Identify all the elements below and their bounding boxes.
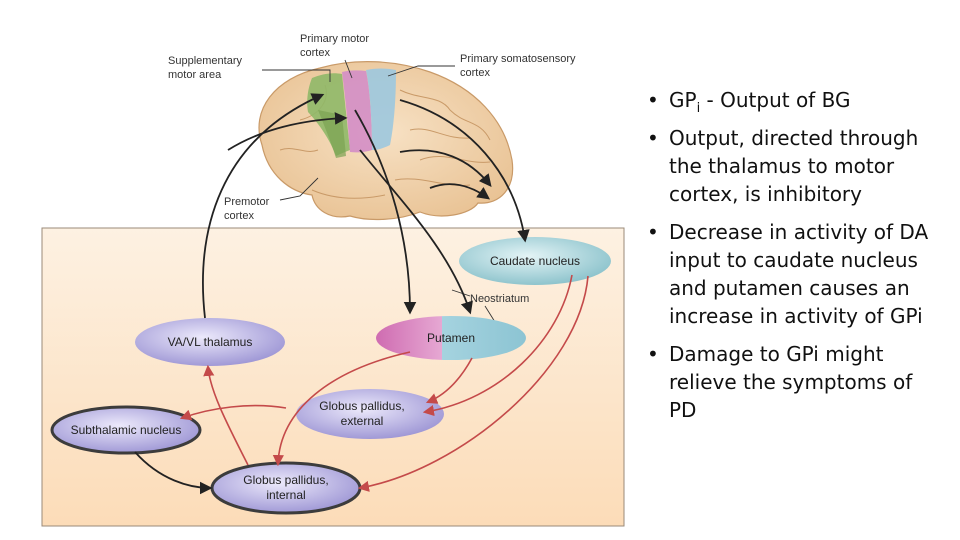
- excitatory-arrows: [134, 93, 530, 495]
- inhibitory-arrows: [179, 274, 589, 492]
- bullet-1-subscript: i: [696, 101, 701, 116]
- bullet-item: •GPi - Output of BG: [647, 88, 851, 116]
- label-neostriatum: Neostriatum: [470, 293, 529, 305]
- gp-external-label-line1: Globus pallidus,: [319, 399, 404, 413]
- svg-text:Supplementary: Supplementary: [168, 55, 242, 67]
- label-primary-motor-line1: Primary motor: [300, 33, 369, 45]
- caudate-label: Caudate nucleus: [490, 254, 580, 268]
- putamen-node: Putamen: [376, 316, 526, 360]
- gp-internal-node: Globus pallidus, internal: [210, 461, 362, 515]
- svg-text:external: external: [341, 414, 384, 428]
- label-premotor-line1: Premotor: [224, 196, 270, 208]
- thalamus-label: VA/VL thalamus: [168, 335, 253, 349]
- gp-internal-label-line2: internal: [266, 488, 305, 502]
- brain-labels: Supplementary motor area Primary motor c…: [168, 33, 576, 305]
- thalamus-node: VA/VL thalamus: [135, 318, 285, 366]
- bullet-1-text: GP: [669, 88, 697, 112]
- bullet-item: •Damage to GPi might relieve the symptom…: [647, 342, 913, 422]
- label-somatosensory-line1: Primary somatosensory: [460, 53, 576, 65]
- bullet-item: •Output, directed through the thalamus t…: [647, 126, 919, 206]
- svg-text:cortex: cortex: [224, 210, 254, 222]
- gp-internal-label-line1: Globus pallidus,: [243, 473, 328, 487]
- bullet-1-text-after: - Output of BG: [700, 88, 851, 112]
- subthalamic-label: Subthalamic nucleus: [71, 423, 182, 437]
- caudate-node: Caudate nucleus: [459, 237, 611, 285]
- bullet-item: •Decrease in activity of DA input to cau…: [647, 220, 929, 328]
- gp-external-label-line2: external: [341, 414, 384, 428]
- label-supplementary-line1: Supplementary: [168, 55, 242, 67]
- basal-ganglia-diagram: Supplementary motor area Primary motor c…: [41, 33, 625, 527]
- svg-text:Globus pallidus,: Globus pallidus,: [243, 473, 328, 487]
- label-supplementary-line2: motor area: [168, 69, 222, 81]
- label-primary-motor-line2: cortex: [300, 47, 330, 59]
- bullet-list: •GPi - Output of BG •Output, directed th…: [645, 86, 945, 434]
- svg-text:cortex: cortex: [300, 47, 330, 59]
- brain-illustration: [258, 61, 514, 221]
- svg-text:Premotor: Premotor: [224, 196, 270, 208]
- svg-text:Primary motor: Primary motor: [300, 33, 369, 45]
- label-somatosensory-line2: cortex: [460, 67, 490, 79]
- leader-lines: [262, 59, 501, 331]
- svg-text:Globus pallidus,: Globus pallidus,: [319, 399, 404, 413]
- svg-text:Primary somatosensory: Primary somatosensory: [460, 53, 576, 65]
- gp-external-node: Globus pallidus, external: [296, 389, 444, 439]
- subthalamic-node: Subthalamic nucleus: [50, 405, 202, 455]
- bullet-2-text: Output, directed through the thalamus to…: [669, 126, 919, 206]
- label-premotor-line2: cortex: [224, 210, 254, 222]
- svg-text:cortex: cortex: [460, 67, 490, 79]
- bullet-3-text: Decrease in activity of DA input to caud…: [669, 220, 929, 328]
- putamen-label: Putamen: [427, 331, 475, 345]
- svg-text:motor area: motor area: [168, 69, 222, 81]
- svg-text:internal: internal: [266, 488, 305, 502]
- bullet-4-text: Damage to GPi might relieve the symptoms…: [669, 342, 913, 422]
